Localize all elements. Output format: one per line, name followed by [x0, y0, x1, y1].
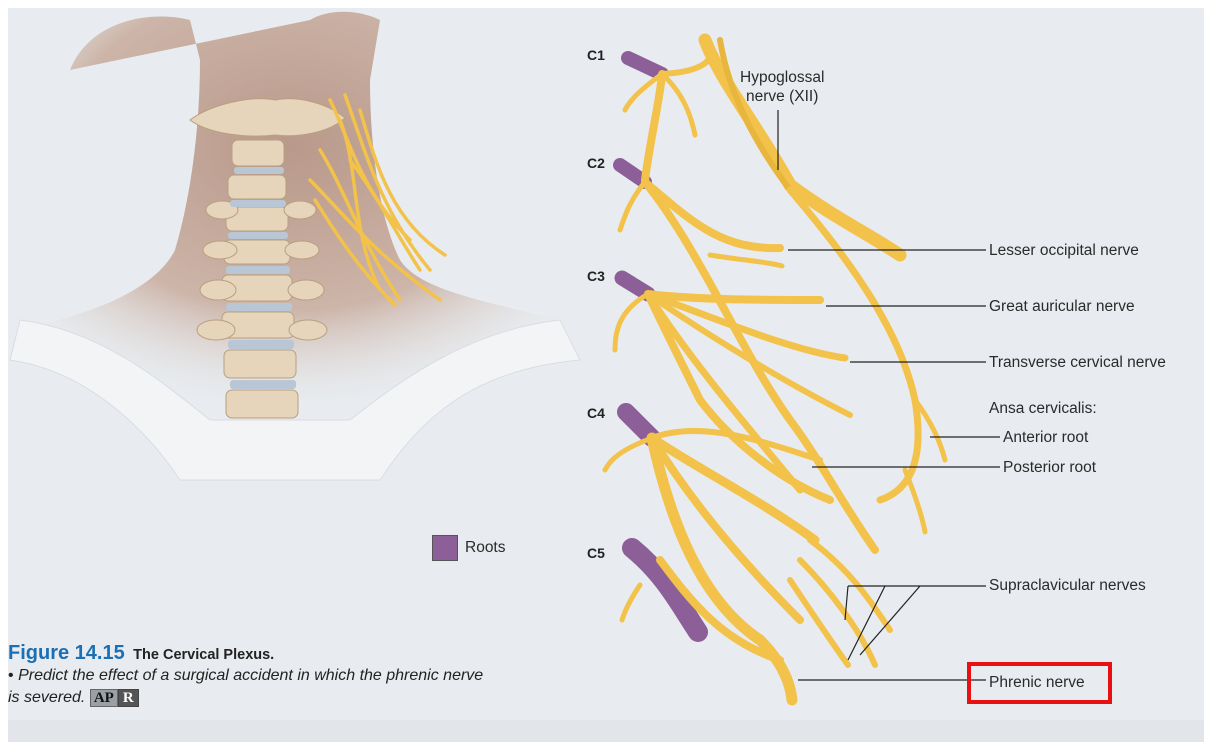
root-label-c5: C5: [587, 545, 605, 561]
root-label-c2: C2: [587, 155, 605, 171]
ansa-cervicalis-label: Ansa cervicalis:: [989, 400, 1097, 417]
figure-title: The Cervical Plexus.: [133, 647, 275, 663]
great-auricular-label: Great auricular nerve: [989, 298, 1135, 315]
roots-legend-label: Roots: [465, 539, 506, 556]
posterior-root-label: Posterior root: [1003, 459, 1097, 476]
root-label-c1: C1: [587, 47, 605, 63]
phrenic-nerve-label: Phrenic nerve: [989, 674, 1085, 691]
nerve-branches: [602, 33, 948, 706]
roots-legend-swatch: [432, 535, 458, 561]
bullet-icon: •: [8, 667, 14, 684]
leader-lines: [777, 110, 1000, 681]
nerve-roots: [613, 51, 708, 642]
bottom-strip: [8, 720, 1204, 742]
neck-illustration: [9, 11, 581, 481]
root-label-c3: C3: [587, 268, 605, 284]
question-line-2: is severed.: [8, 689, 86, 707]
anterior-root-label: Anterior root: [1003, 429, 1089, 446]
supraclavicular-label: Supraclavicular nerves: [989, 577, 1146, 594]
lesser-occipital-label: Lesser occipital nerve: [989, 242, 1139, 259]
transverse-cervical-label: Transverse cervical nerve: [989, 354, 1166, 371]
phrenic-highlight-box: [967, 662, 1112, 704]
question-line-1: Predict the effect of a surgical acciden…: [18, 667, 484, 684]
figure-number: Figure 14.15: [8, 642, 125, 664]
root-label-c4: C4: [587, 405, 605, 421]
hypoglossal-label: Hypoglossal nerve (XII): [740, 69, 825, 105]
figure-caption: Figure 14.15 The Cervical Plexus. • Pred…: [8, 642, 588, 709]
